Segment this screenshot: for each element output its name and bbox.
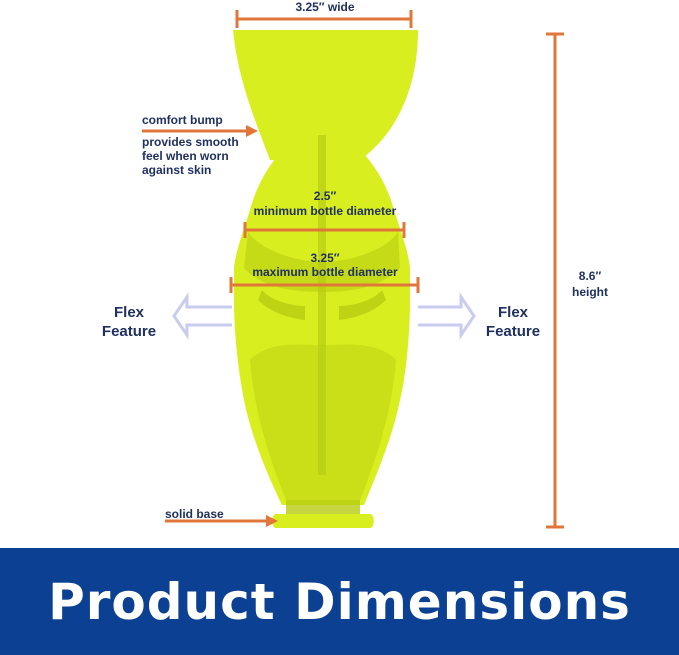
max-diameter-text: maximum bottle diameter xyxy=(252,265,398,279)
min-diameter-text: minimum bottle diameter xyxy=(253,204,397,218)
base-neck xyxy=(286,500,360,514)
comfort-paddle xyxy=(233,30,418,160)
max-diameter-value: 3.25″ xyxy=(310,251,340,265)
min-diameter-dimension xyxy=(243,222,406,238)
comfort-bump-desc-1: provides smooth xyxy=(142,135,239,149)
title-banner: Product Dimensions xyxy=(0,548,679,655)
max-diameter-dimension xyxy=(229,277,420,293)
flex-feature-left-2: Feature xyxy=(101,323,157,340)
height-text: height xyxy=(572,285,608,299)
base-pointer-head xyxy=(266,515,278,527)
base-plate xyxy=(272,514,374,528)
flex-arrow-right xyxy=(418,292,476,340)
flex-feature-left-1: Flex xyxy=(113,304,144,321)
min-diameter-value: 2.5″ xyxy=(313,189,337,203)
center-rib xyxy=(318,135,326,475)
comfort-pointer-head xyxy=(246,125,258,137)
banner-title: Product Dimensions xyxy=(48,572,631,631)
flex-arrow-left xyxy=(172,292,232,340)
flex-feature-right-2: Feature xyxy=(485,323,541,340)
left-flex-slot xyxy=(258,290,305,320)
height-dimension xyxy=(546,32,564,529)
right-flex-slot xyxy=(339,290,386,320)
product-illustration xyxy=(142,10,564,529)
height-value: 8.6″ xyxy=(578,269,602,283)
comfort-bump-desc-3: against skin xyxy=(142,163,212,177)
comfort-bump-title: comfort bump xyxy=(142,113,223,127)
flex-feature-right-1: Flex xyxy=(497,304,528,321)
width-dimension xyxy=(235,10,413,28)
comfort-bump-desc-2: feel when worn xyxy=(142,149,229,163)
product-diagram: 3.25″ wide comfort bump provides smooth … xyxy=(101,0,608,529)
width-label: 3.25″ wide xyxy=(295,0,355,14)
solid-base-label: solid base xyxy=(165,507,224,521)
